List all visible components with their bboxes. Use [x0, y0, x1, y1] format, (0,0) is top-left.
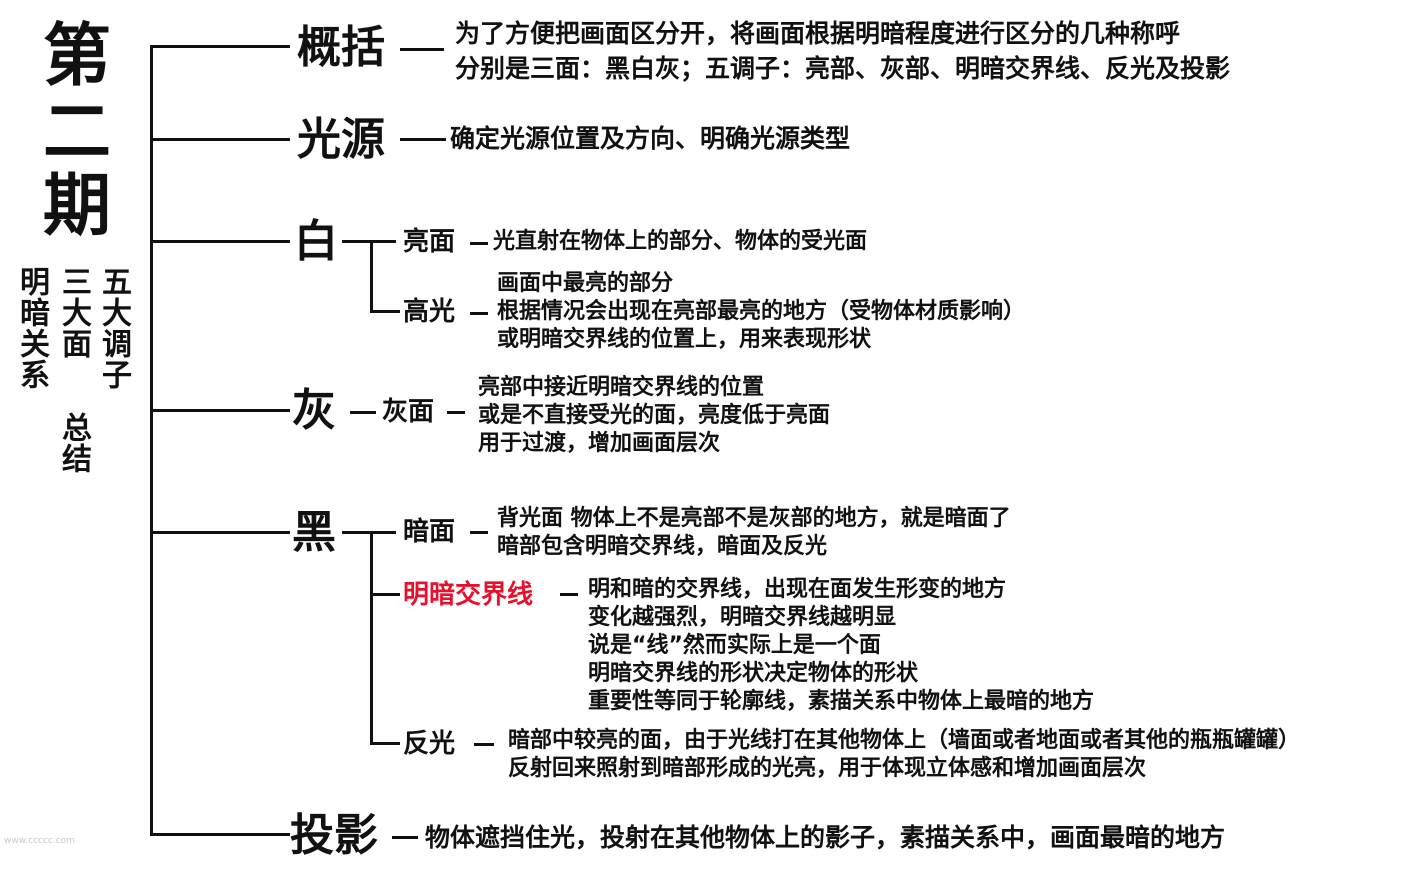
main-trunk-line — [150, 46, 153, 836]
branch-label-light-source: 光源 — [297, 114, 385, 165]
branch-line-overview — [150, 45, 290, 48]
black-sub-horizontal-reflected — [370, 742, 400, 745]
summary-five-tones: 五大调子 — [96, 266, 131, 390]
white-sub-vertical — [370, 240, 373, 313]
black-sub-vertical — [370, 531, 373, 745]
connector-light-source — [400, 138, 446, 141]
connector-dark-face — [470, 531, 488, 534]
reflected-light-line-2: 反射回来照射到暗部形成的光亮，用于体现立体感和增加画面层次 — [508, 756, 1147, 781]
connector-highlight — [470, 312, 488, 315]
sub-label-terminator: 明暗交界线 — [403, 580, 534, 610]
reflected-light-line-1: 暗部中较亮的面，由于光线打在其他物体上（墙面或者地面或者其他的瓶瓶罐罐） — [508, 728, 1301, 753]
connector-reflected-light — [474, 743, 494, 746]
title-char-1: 第 — [42, 17, 111, 96]
gray-face-line-3: 用于过渡，增加画面层次 — [478, 431, 721, 456]
branch-label-black: 黑 — [292, 507, 336, 558]
branch-label-white: 白 — [294, 216, 338, 267]
connector-gray-face — [447, 411, 465, 414]
connector-overview — [400, 48, 444, 51]
branch-line-light-source — [150, 138, 290, 141]
sub-label-gray-face: 灰面 — [382, 397, 435, 427]
white-sub-horizontal-highlight — [370, 310, 400, 313]
highlight-line-3: 或明暗交界线的位置上，用来表现形状 — [497, 327, 872, 352]
branch-line-white — [150, 240, 290, 243]
connector-gray — [350, 411, 376, 414]
connector-black — [342, 531, 396, 534]
title-char-2: 二 — [42, 93, 111, 172]
dark-face-line-2: 暗部包含明暗交界线，暗面及反光 — [497, 534, 828, 559]
branch-line-cast-shadow — [150, 833, 290, 836]
watermark: www.ccccc.com — [4, 836, 75, 846]
gray-face-line-1: 亮部中接近明暗交界线的位置 — [478, 375, 765, 400]
summary-light-dark-relation: 明暗关系 — [14, 266, 49, 390]
bright-face-text: 光直射在物体上的部分、物体的受光面 — [493, 229, 868, 254]
sub-label-reflected-light: 反光 — [403, 729, 456, 759]
branch-label-gray: 灰 — [292, 385, 336, 436]
branch-line-black — [150, 531, 290, 534]
terminator-line-2: 变化越强烈，明暗交界线越明显 — [588, 605, 897, 630]
branch-label-cast-shadow: 投影 — [290, 810, 378, 861]
branch-line-gray — [150, 409, 290, 412]
sub-label-dark-face: 暗面 — [403, 517, 456, 547]
overview-line-2: 分别是三面：黑白灰；五调子：亮部、灰部、明暗交界线、反光及投影 — [455, 54, 1231, 83]
dark-face-line-1: 背光面 物体上不是亮部不是灰部的地方，就是暗面了 — [497, 506, 1011, 531]
sub-label-highlight: 高光 — [403, 297, 456, 327]
connector-terminator — [560, 593, 578, 596]
terminator-line-1: 明和暗的交界线，出现在面发生形变的地方 — [588, 577, 1007, 602]
connector-bright-face — [470, 242, 488, 245]
cast-shadow-text: 物体遮挡住光，投射在其他物体上的影子，素描关系中，画面最暗的地方 — [425, 823, 1226, 852]
overview-line-1: 为了方便把画面区分开，将画面根据明暗程度进行区分的几种称呼 — [455, 19, 1181, 48]
light-source-text: 确定光源位置及方向、明确光源类型 — [450, 124, 851, 153]
connector-cast-shadow — [392, 836, 418, 839]
summary-conclusion: 总结 — [56, 412, 91, 474]
branch-label-overview: 概括 — [297, 22, 385, 73]
title-char-3: 期 — [42, 167, 111, 246]
gray-face-line-2: 或是不直接受光的面，亮度低于亮面 — [478, 403, 831, 428]
connector-white — [342, 240, 396, 243]
highlight-line-1: 画面中最亮的部分 — [497, 271, 674, 296]
sub-label-bright-face: 亮面 — [403, 227, 456, 257]
black-sub-horizontal-terminator — [370, 593, 400, 596]
terminator-line-4: 明暗交界线的形状决定物体的形状 — [588, 661, 919, 686]
terminator-line-3: 说是“线”然而实际上是一个面 — [588, 633, 881, 658]
highlight-line-2: 根据情况会出现在亮部最亮的地方（受物体材质影响） — [497, 299, 1026, 324]
summary-three-faces: 三大面 — [56, 266, 91, 359]
terminator-line-5: 重要性等同于轮廓线，素描关系中物体上最暗的地方 — [588, 689, 1095, 714]
